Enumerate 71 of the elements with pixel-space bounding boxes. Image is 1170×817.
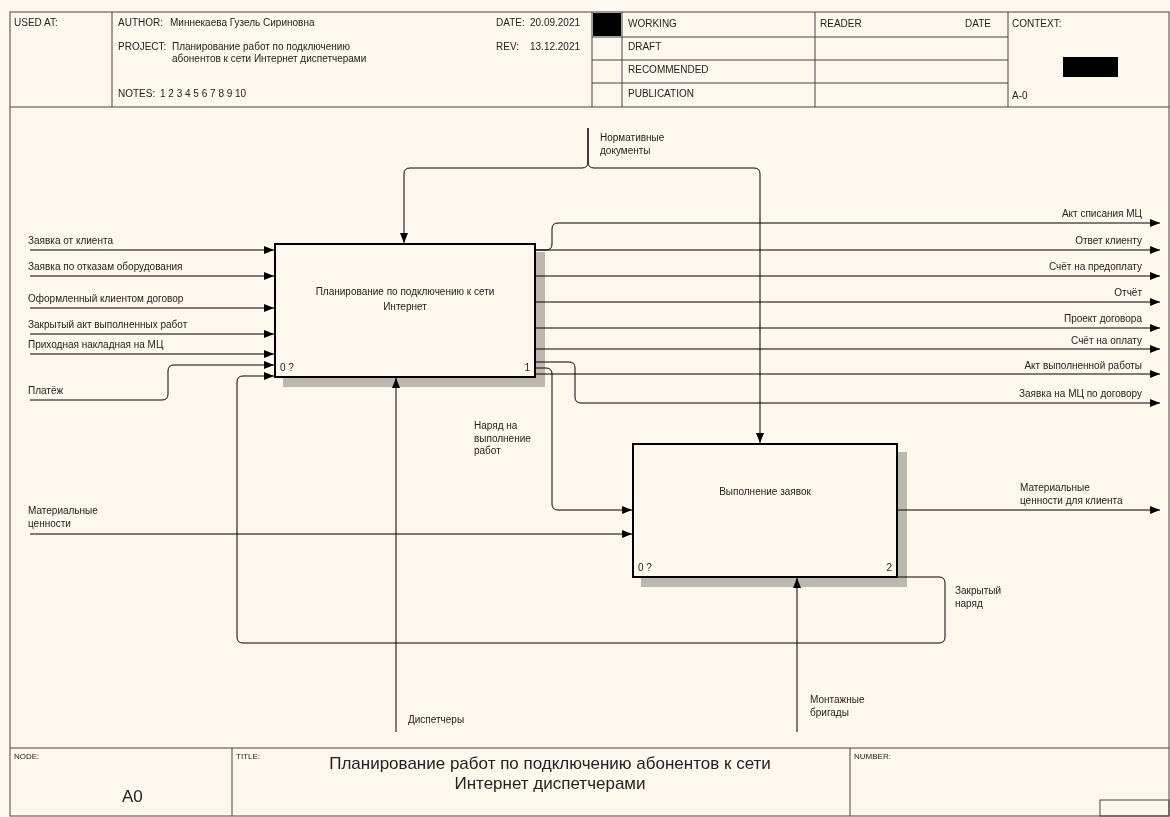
arrow — [29, 350, 275, 358]
arrow-label: Проект договора — [1064, 313, 1142, 326]
arrow — [236, 372, 946, 644]
arrow — [29, 304, 275, 312]
arrow — [535, 298, 1161, 306]
arrow — [392, 377, 400, 733]
arrow-label: Монтажные бригады — [810, 694, 866, 719]
arrow — [535, 345, 1161, 353]
node-number: 0 ? — [280, 362, 294, 373]
arrow-label: Заявка по отказам оборудования — [28, 261, 183, 274]
arrow — [29, 330, 275, 338]
arrow-label: Ответ клиенту — [1075, 235, 1142, 248]
arrow-label: Оформленный клиентом договор — [28, 293, 184, 306]
arrow-label: Счёт на оплату — [1071, 335, 1142, 348]
arrow-label: Наряд на выполнение работ — [474, 420, 532, 458]
arrow-label: Акт выполненной работы — [1024, 360, 1142, 373]
header-text: AUTHOR: — [118, 17, 163, 29]
node-number: 0 ? — [638, 562, 652, 573]
arrow — [29, 361, 275, 401]
arrow-label: Акт списания МЦ — [1061, 208, 1142, 221]
header-text: READER — [820, 18, 862, 30]
header-text: NODE: — [14, 752, 40, 762]
arrow-label: Отчёт — [1114, 287, 1142, 300]
arrow — [29, 246, 275, 254]
arrow — [29, 272, 275, 280]
arrow — [29, 530, 633, 538]
header-text: PROJECT: — [118, 41, 167, 53]
header-text: CONTEXT: — [1012, 18, 1062, 30]
arrow-label: Закрытый наряд — [955, 585, 1003, 610]
header-text: DRAFT — [628, 41, 662, 53]
arrow-label: Материальные ценности для клиента — [1020, 482, 1124, 507]
header-text: NOTES: — [118, 88, 156, 100]
header-text: NUMBER: — [854, 752, 891, 762]
arrow — [535, 246, 1161, 254]
arrow — [587, 127, 764, 444]
header-text: 20.09.2021 — [530, 17, 581, 29]
header-text: PUBLICATION — [628, 88, 694, 100]
header-text: USED AT: — [14, 17, 58, 29]
arrow-label: Заявка от клиента — [28, 235, 113, 248]
arrow — [535, 367, 633, 514]
arrow-label: Диспетчеры — [408, 714, 465, 727]
header-text: DATE — [965, 18, 991, 30]
arrow — [793, 577, 801, 733]
node-number: 1 — [524, 362, 530, 373]
function-label: Выполнение заявок — [718, 485, 812, 500]
diagram-title: Планирование работ по подключению абонентов к сети Интернет диспетчерами — [328, 754, 772, 795]
header-text: A-0 — [1012, 90, 1028, 102]
header-text: WORKING — [628, 18, 677, 30]
header-text: A0 — [122, 787, 143, 808]
arrow — [535, 370, 1161, 378]
header-text: RECOMMENDED — [628, 64, 709, 76]
header-text: REV: — [496, 41, 519, 53]
arrow-label: Счёт на предоплату — [1048, 261, 1142, 274]
arrow-label: Заявка на МЦ по договору — [1019, 388, 1142, 401]
header-text: Миннекаева Гузель Сириновна — [170, 17, 315, 29]
header-text: 1 2 3 4 5 6 7 8 9 10 — [160, 88, 247, 100]
arrow — [897, 506, 1161, 514]
arrow — [535, 361, 1161, 407]
header-text: TITLE: — [236, 752, 260, 762]
arrow — [535, 272, 1161, 280]
function-label: Планирование по подключению к сети Интернет — [314, 285, 496, 315]
node-number: 2 — [886, 562, 892, 573]
arrow-label: Платёж — [28, 385, 64, 398]
arrow-label: Приходная накладная на МЦ — [28, 339, 164, 352]
arrow — [535, 324, 1161, 332]
arrow-label: Нормативные документы — [600, 132, 666, 157]
arrow-label: Закрытый акт выполненных работ — [28, 319, 188, 332]
arrow-label: Материальные ценности — [28, 505, 99, 530]
header-text: DATE: — [496, 17, 525, 29]
header-text: Планирование работ по подключению абонентов к сети Интернет диспетчерами — [172, 41, 368, 65]
header-text: 13.12.2021 — [530, 41, 581, 53]
